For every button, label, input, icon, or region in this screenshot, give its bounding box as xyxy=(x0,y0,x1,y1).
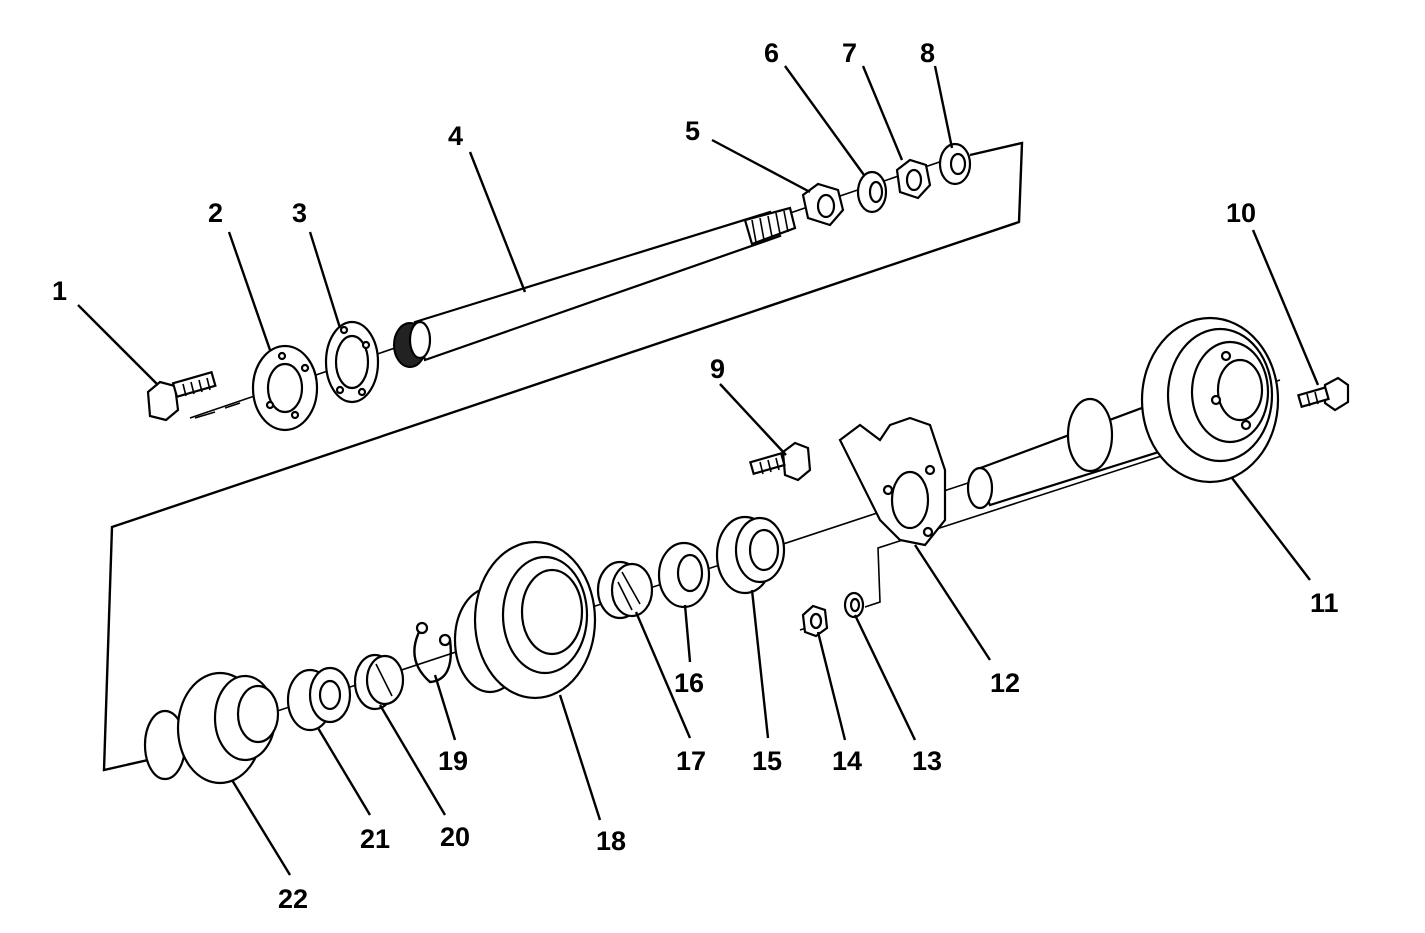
callout-10: 10 xyxy=(1226,198,1256,228)
part-20-roller-bearing xyxy=(353,653,405,711)
part-21-bushing xyxy=(286,666,352,732)
callout-15: 15 xyxy=(752,746,782,776)
callout-5: 5 xyxy=(685,116,700,146)
callout-12: 12 xyxy=(990,668,1020,698)
part-10-bolt xyxy=(1296,376,1350,412)
part-12-backing-plate xyxy=(838,416,947,547)
callout-8: 8 xyxy=(920,38,935,68)
part-7-nut xyxy=(895,158,932,200)
callout-7: 7 xyxy=(842,38,857,68)
callout-2: 2 xyxy=(208,198,223,228)
part-19-snap-ring xyxy=(413,621,452,684)
callout-18: 18 xyxy=(596,826,626,856)
callout-16: 16 xyxy=(674,668,704,698)
part-4-shaft xyxy=(393,206,797,368)
callout-20: 20 xyxy=(440,822,470,852)
part-5-nut xyxy=(801,182,845,227)
part-11-axle-drum xyxy=(966,316,1280,510)
callout-6: 6 xyxy=(764,38,779,68)
part-9-bolt xyxy=(748,441,812,482)
part-15-bearing-cup xyxy=(715,515,786,595)
part-13-washer xyxy=(843,591,865,619)
part-18-housing xyxy=(453,540,597,700)
part-22-spindle-end xyxy=(143,671,280,785)
part-8-washer xyxy=(938,142,972,186)
callout-14: 14 xyxy=(832,746,862,776)
callout-22: 22 xyxy=(278,884,308,914)
callout-21: 21 xyxy=(360,824,390,854)
part-1-bolt xyxy=(146,370,217,422)
callout-9: 9 xyxy=(710,354,725,384)
part-17-roller-bearing xyxy=(596,560,654,620)
callout-numbers: 1 2 3 4 5 6 7 8 9 10 11 12 13 14 15 16 1… xyxy=(52,38,1339,914)
callout-11: 11 xyxy=(1310,588,1339,618)
callout-19: 19 xyxy=(438,746,468,776)
callout-1: 1 xyxy=(52,276,67,306)
part-14-nut xyxy=(801,604,829,638)
callout-17: 17 xyxy=(676,746,706,776)
leader-lines xyxy=(77,65,1320,876)
callout-13: 13 xyxy=(912,746,942,776)
part-2-flange xyxy=(251,344,319,432)
part-16-seal xyxy=(657,541,711,609)
callout-4: 4 xyxy=(448,121,463,151)
part-3-plate xyxy=(324,320,380,404)
callout-3: 3 xyxy=(292,198,307,228)
part-6-washer xyxy=(856,170,888,214)
